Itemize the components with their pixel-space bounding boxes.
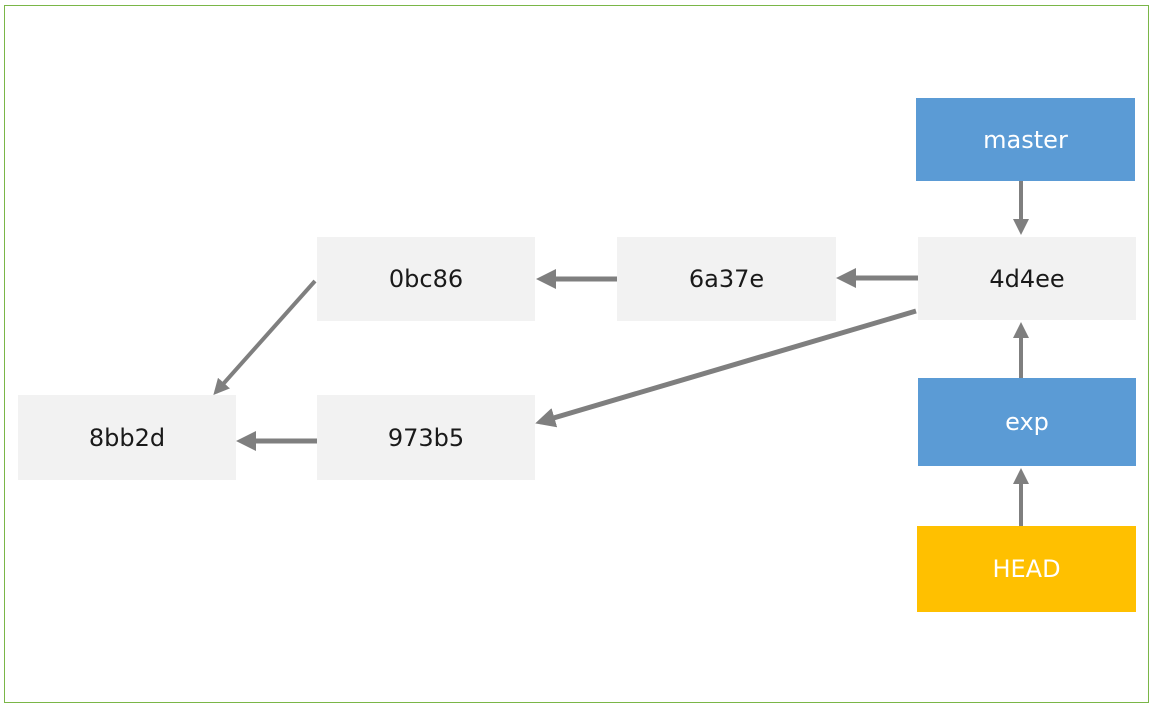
commit-6a37e: 6a37e [617,237,836,321]
commit-label: 973b5 [387,423,465,452]
commit-label: 6a37e [688,265,765,293]
commit-0bc86: 0bc86 [317,237,535,321]
branch-master: master [916,98,1135,181]
head-label: HEAD [992,555,1061,583]
diagram-frame [4,5,1149,703]
branch-label: exp [1005,408,1049,436]
commit-label: 4d4ee [989,264,1065,293]
commit-8bb2d: 8bb2d [18,395,236,480]
commit-label: 8bb2d [88,423,166,452]
head-pointer: HEAD [917,526,1136,612]
edge-0bc86-to-8bb2d [213,279,317,395]
commit-4d4ee: 4d4ee [918,237,1136,320]
branch-exp: exp [918,378,1136,466]
branch-label: master [983,125,1068,154]
edge-4d4ee-to-973b5 [535,308,917,428]
commit-973b5: 973b5 [317,395,535,480]
commit-label: 0bc86 [388,265,464,293]
